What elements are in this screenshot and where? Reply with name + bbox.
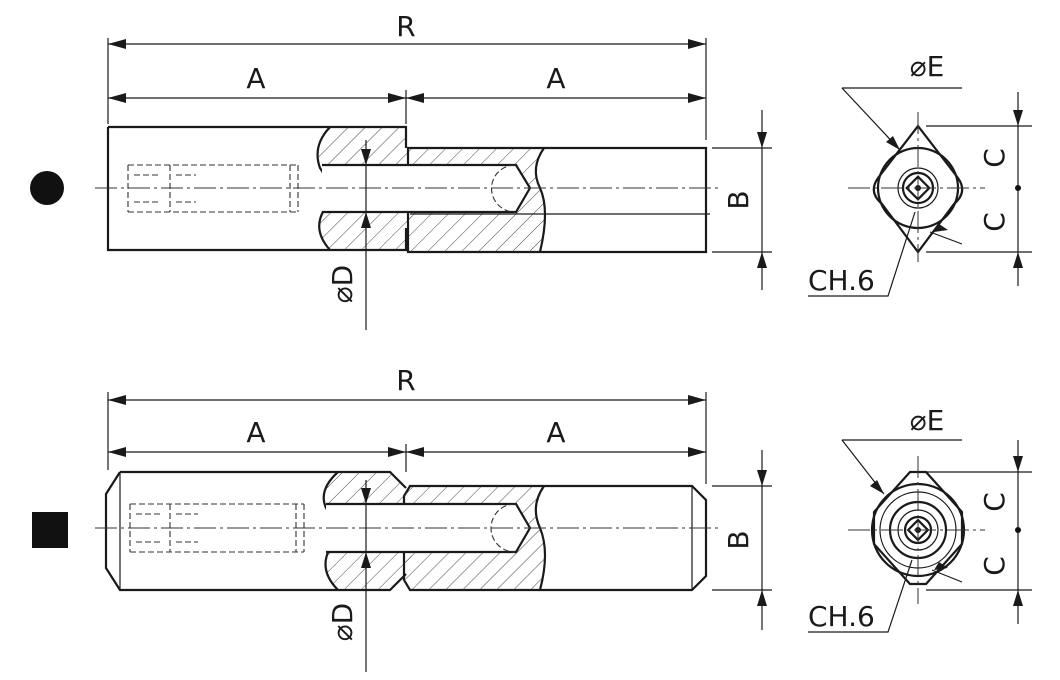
label-b: B xyxy=(722,190,755,209)
end-view-2: ⌀E CH.6 C C xyxy=(808,404,1032,633)
dimension-d: ⌀D xyxy=(326,140,371,330)
label-ch6: CH.6 xyxy=(808,264,875,297)
label-c-bottom-2: C xyxy=(978,556,1011,576)
label-d: ⌀D xyxy=(326,265,359,303)
label-r-2: R xyxy=(396,364,415,397)
label-c-bottom: C xyxy=(978,212,1011,232)
label-a-left: A xyxy=(246,62,265,95)
dimension-a: A A xyxy=(108,62,706,124)
dimension-r: R xyxy=(107,10,707,140)
variant-2-drawing: R A A xyxy=(32,364,1032,672)
variant-marker-circle-icon xyxy=(30,171,64,205)
dimension-b: B xyxy=(712,110,772,290)
label-b-2: B xyxy=(722,530,755,549)
dimension-b-2: B xyxy=(712,450,772,630)
end-view-1: ⌀E CH.6 C C xyxy=(808,50,1032,297)
label-a-left-2: A xyxy=(246,416,265,449)
variant-marker-square-icon xyxy=(32,512,68,548)
label-d-2: ⌀D xyxy=(326,603,359,641)
label-ch6-2: CH.6 xyxy=(808,600,875,633)
dimension-r-2: R xyxy=(107,364,707,484)
label-a-right: A xyxy=(546,62,565,95)
dimension-d-2: ⌀D xyxy=(326,480,371,672)
label-e-2: ⌀E xyxy=(910,404,945,437)
label-c-top: C xyxy=(978,148,1011,168)
label-a-right-2: A xyxy=(546,416,565,449)
dimension-a-2: A A xyxy=(108,416,706,472)
label-c-top-2: C xyxy=(978,492,1011,512)
label-r: R xyxy=(396,10,415,43)
label-e: ⌀E xyxy=(910,50,945,83)
variant-1-drawing: R A A xyxy=(30,10,1032,330)
